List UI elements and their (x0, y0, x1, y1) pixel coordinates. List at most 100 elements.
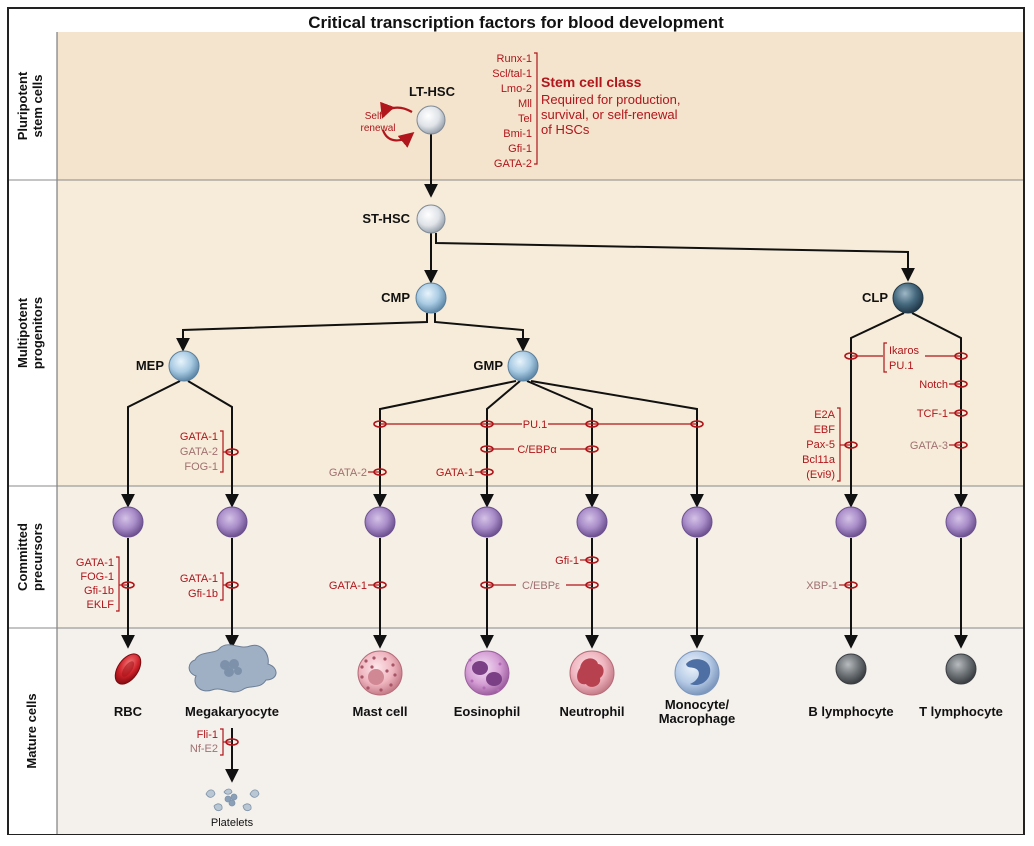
band-pluripotent (57, 32, 1023, 180)
cebpa-label: C/EBPα (517, 444, 557, 456)
mep-cell (168, 350, 200, 382)
label-column (9, 32, 57, 834)
regulator-marker (954, 352, 968, 360)
regulator-marker (585, 420, 599, 428)
precursor-cell (681, 506, 713, 538)
band-label-line: progenitors (30, 297, 45, 369)
factor-label: Gfi-1b (188, 588, 218, 600)
self-renewal-line: Self- (365, 111, 386, 122)
factor-label: GATA-1 (76, 557, 114, 569)
mep-meg-factors: GATA-1 GATA-2 FOG-1 (180, 431, 218, 473)
regulator-marker (373, 420, 387, 428)
st-hsc-label: ST-HSC (362, 211, 410, 226)
tcf1-label: TCF-1 (917, 408, 948, 420)
eosinophil-label: Eosinophil (454, 704, 520, 719)
precursor-cell (835, 506, 867, 538)
regulator-marker (480, 468, 494, 476)
macrophage-label: Macrophage (659, 711, 736, 726)
precursor-cell (216, 506, 248, 538)
monocyte-label: Monocyte/ (665, 697, 730, 712)
factor-label: Bcl11a (802, 454, 836, 466)
factor-label: EKLF (86, 599, 114, 611)
ikaros-pu1-label: PU.1 (889, 360, 913, 372)
regulator-marker (225, 738, 239, 746)
rbc-cell-icon (114, 653, 142, 685)
lineage-connectors (121, 133, 968, 783)
gata2-mast-label: GATA-2 (329, 467, 367, 479)
factor-label: GATA-1 (180, 431, 218, 443)
gata3-label: GATA-3 (910, 440, 948, 452)
t-lymphocyte-label: T lymphocyte (919, 704, 1003, 719)
neutrophil-cell-icon (569, 650, 615, 696)
megakaryocyte-cell-icon (188, 644, 277, 693)
factor-label: GATA-1 (180, 573, 218, 585)
factor-label: EBF (814, 424, 836, 436)
stem-factor: Lmo-2 (501, 83, 532, 95)
stem-factor: Mll (518, 98, 532, 110)
xbp1-label: XBP-1 (806, 580, 838, 592)
cmp-cell (415, 282, 447, 314)
regulator-marker (373, 468, 387, 476)
regulator-marker (373, 581, 387, 589)
band-label-mature: Mature cells (24, 693, 39, 768)
stem-class-title: Stem cell class (541, 74, 642, 90)
mature-cell-labels: RBC Megakaryocyte Mast cell Eosinophil N… (114, 697, 1003, 726)
mast-cell-icon (357, 650, 403, 696)
stem-factor: Scl/tal-1 (492, 68, 532, 80)
factor-label: E2A (814, 409, 835, 421)
regulator-marker (480, 445, 494, 453)
factor-label: Nf-E2 (190, 743, 218, 755)
regulator-marker (844, 441, 858, 449)
platelets-icon (205, 788, 260, 812)
band-label-line: Committed (15, 523, 30, 591)
self-renewal-line: renewal (360, 123, 395, 134)
lt-hsc-label: LT-HSC (409, 84, 456, 99)
band-label-multipotent: Multipotentprogenitors (15, 297, 45, 369)
gata1-mast-label: GATA-1 (329, 580, 367, 592)
eosinophil-cell-icon (464, 650, 510, 696)
mast-cell-label: Mast cell (353, 704, 408, 719)
mep-label: MEP (136, 358, 165, 373)
precursor-cell (364, 506, 396, 538)
factor-label: FOG-1 (80, 571, 114, 583)
precursor-cell (471, 506, 503, 538)
band-label-line: Multipotent (15, 297, 30, 368)
regulator-marker (225, 581, 239, 589)
cebpe-label: C/EBPε (522, 580, 560, 592)
regulator-marker (585, 581, 599, 589)
rbc-label: RBC (114, 704, 143, 719)
regulator-marker (690, 420, 704, 428)
st-hsc-cell (416, 204, 446, 234)
self-renewal-label: Self-renewal (360, 111, 395, 134)
rbc-factor-bracket (116, 556, 120, 612)
ikaros-bracket (883, 342, 887, 373)
band-label-pluripotent: Pluripotentstem cells (15, 71, 45, 140)
factor-label: FOG-1 (184, 461, 218, 473)
factor-label: GATA-2 (180, 446, 218, 458)
notch-label: Notch (919, 379, 948, 391)
precursor-cell (112, 506, 144, 538)
band-label-line: Pluripotent (15, 71, 30, 140)
regulator-marker (954, 409, 968, 417)
lt-hsc-cell (416, 105, 446, 135)
monocyte-cell-icon (674, 650, 720, 696)
clp-label: CLP (862, 290, 888, 305)
regulator-marker (480, 581, 494, 589)
regulator-marker (225, 448, 239, 456)
band-committed (57, 486, 1023, 628)
regulator-marker (585, 445, 599, 453)
self-renewal-arrow (380, 101, 413, 119)
stem-factor-bracket (534, 52, 538, 165)
regulator-marker (954, 441, 968, 449)
platelet-factors: Fli-1 Nf-E2 (190, 729, 218, 755)
stem-class-description: Required for production, survival, or se… (541, 92, 680, 137)
meg-factors: GATA-1 Gfi-1b (180, 573, 218, 600)
ikaros-label: Ikaros (889, 345, 919, 357)
cell-labels: LT-HSC ST-HSC CMP CLP MEP GMP (136, 84, 889, 373)
regulator-marker (844, 352, 858, 360)
b-lymphocyte-label: B lymphocyte (808, 704, 893, 719)
factor-label: Pax-5 (806, 439, 835, 451)
platelets-label: Platelets (211, 817, 254, 829)
clp-cell (892, 282, 924, 314)
